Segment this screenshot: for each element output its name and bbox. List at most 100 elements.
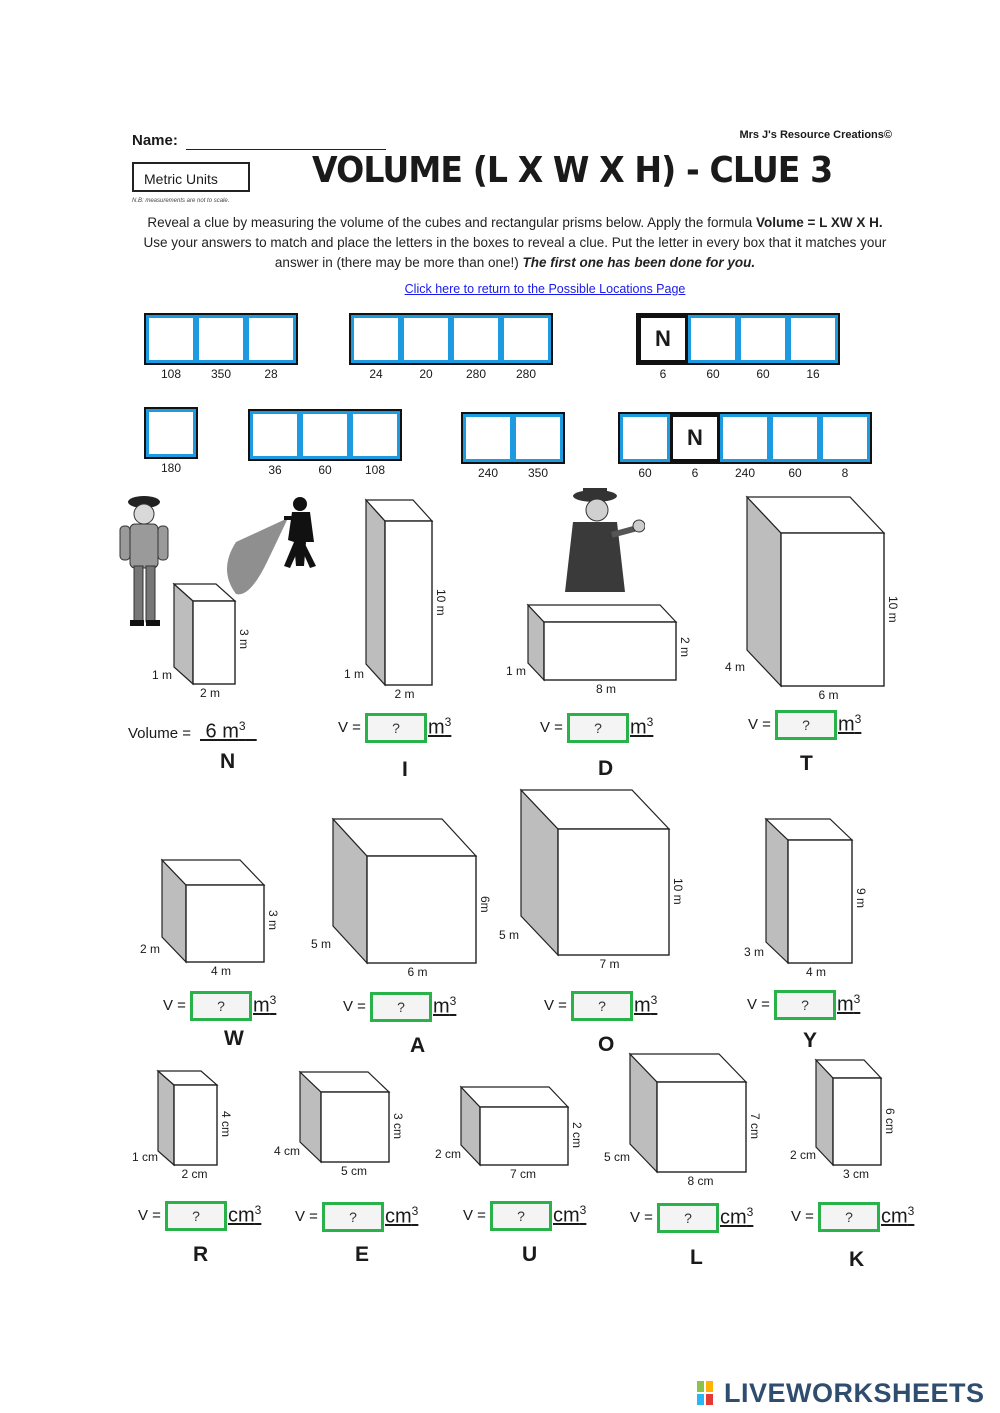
prism-front-face xyxy=(656,1081,747,1173)
unit-label: cm3 xyxy=(228,1203,262,1227)
answer-input-e[interactable]: ? xyxy=(322,1202,384,1232)
unit-label: m3 xyxy=(428,715,452,739)
answer-input-u[interactable]: ? xyxy=(490,1201,552,1231)
code-number: 350 xyxy=(527,466,549,480)
instructions-part2: Use your answers to match and place the … xyxy=(143,235,887,270)
clue-letter: I xyxy=(402,758,408,781)
code-number: 280 xyxy=(515,367,537,381)
code-number: 16 xyxy=(806,367,820,381)
height-label: 7 cm xyxy=(748,1113,762,1140)
prism-d xyxy=(526,603,678,682)
clue-letter: A xyxy=(410,1034,426,1057)
code-box-input[interactable] xyxy=(351,315,401,363)
height-label: 4 cm xyxy=(219,1111,233,1138)
answer-input-o[interactable]: ? xyxy=(571,991,633,1021)
code-number: 60 xyxy=(788,466,802,480)
prism-top-face xyxy=(526,604,678,623)
answer-input-d[interactable]: ? xyxy=(567,713,629,743)
police-illustration xyxy=(119,496,316,626)
return-link[interactable]: Click here to return to the Possible Loc… xyxy=(404,282,686,296)
code-number: 20 xyxy=(419,367,433,381)
unit-label: cm3 xyxy=(720,1205,754,1229)
answer-input-a[interactable]: ? xyxy=(370,992,432,1022)
length-label: 2 m xyxy=(394,687,415,701)
width-label: 2 cm xyxy=(435,1147,462,1161)
answer-input-k[interactable]: ? xyxy=(818,1202,880,1232)
code-box-input[interactable] xyxy=(146,315,196,363)
answer-input-y[interactable]: ? xyxy=(774,990,836,1020)
formula-text: Volume = L XW X H. xyxy=(755,215,883,230)
height-label: 3 m xyxy=(266,909,280,930)
prism-front-face xyxy=(185,884,265,963)
prism-front-face xyxy=(479,1106,569,1166)
code-number: 36 xyxy=(268,463,282,477)
code-box-input[interactable] xyxy=(770,414,820,462)
clue-letter: N xyxy=(220,750,236,773)
code-number: 28 xyxy=(264,367,278,381)
name-input-line[interactable] xyxy=(186,149,386,150)
prism-front-face xyxy=(780,532,885,687)
instructions: Reveal a clue by measuring the volume of… xyxy=(140,213,890,273)
answer-input-t[interactable]: ? xyxy=(775,710,837,740)
width-label: 2 cm xyxy=(790,1148,817,1162)
prism-front-face xyxy=(366,855,477,964)
code-number: 108 xyxy=(160,367,182,381)
code-box-input[interactable] xyxy=(501,315,551,363)
v-label: V = xyxy=(138,1207,161,1224)
answer-input-r[interactable]: ? xyxy=(165,1201,227,1231)
code-number: 24 xyxy=(369,367,383,381)
code-box-input[interactable] xyxy=(196,315,246,363)
prism-side-face xyxy=(365,498,386,687)
code-box-input[interactable] xyxy=(688,315,738,363)
prism-w xyxy=(160,858,266,964)
v-label: V = xyxy=(544,997,567,1014)
code-group xyxy=(144,313,298,365)
code-box-input[interactable] xyxy=(720,414,770,462)
code-box-input[interactable] xyxy=(250,411,300,459)
width-label: 4 cm xyxy=(274,1144,301,1158)
code-box-input[interactable] xyxy=(451,315,501,363)
code-number: 60 xyxy=(756,367,770,381)
code-number: 240 xyxy=(734,466,756,480)
clue-letter: U xyxy=(522,1243,538,1266)
code-box-input[interactable] xyxy=(820,414,870,462)
code-box-input[interactable] xyxy=(463,414,513,462)
prism-t xyxy=(745,495,886,688)
width-label: 1 m xyxy=(152,667,173,682)
length-label: 8 m xyxy=(596,682,617,696)
code-box-input[interactable] xyxy=(401,315,451,363)
unit-label: cm3 xyxy=(881,1204,915,1228)
page-title: VOLUME (L X W X H) - CLUE 3 xyxy=(312,150,833,191)
code-box-input[interactable] xyxy=(246,315,296,363)
code-box-input[interactable] xyxy=(350,411,400,459)
height-label: 10 m xyxy=(671,878,685,905)
v-label: V = xyxy=(748,716,771,733)
code-box-input[interactable] xyxy=(620,414,670,462)
unit-label: m3 xyxy=(838,712,862,736)
code-box-input[interactable] xyxy=(300,411,350,459)
code-box-input[interactable] xyxy=(788,315,838,363)
prism-top-face xyxy=(459,1086,570,1108)
clue-letter: E xyxy=(355,1243,370,1266)
clue-letter: W xyxy=(224,1027,244,1050)
police-officer-icon xyxy=(119,496,169,626)
length-label: 6 m xyxy=(818,688,839,702)
prism-side-face xyxy=(157,1069,175,1167)
code-group xyxy=(349,313,553,365)
prism-front-face xyxy=(192,600,236,685)
answer-input-i[interactable]: ? xyxy=(365,713,427,743)
code-number: 180 xyxy=(160,461,182,475)
prism-front-face xyxy=(832,1077,882,1166)
code-number: 240 xyxy=(477,466,499,480)
code-box-input[interactable] xyxy=(146,409,196,457)
prism-front-face xyxy=(543,621,677,681)
width-label: 1 m xyxy=(344,666,365,681)
code-number: 60 xyxy=(638,466,652,480)
answer-input-l[interactable]: ? xyxy=(657,1203,719,1233)
length-label: 8 cm xyxy=(687,1174,714,1188)
prism-l xyxy=(628,1052,748,1174)
code-box-input[interactable] xyxy=(738,315,788,363)
code-box-input[interactable] xyxy=(513,414,563,462)
prism-y xyxy=(764,817,854,965)
answer-input-w[interactable]: ? xyxy=(190,991,252,1021)
